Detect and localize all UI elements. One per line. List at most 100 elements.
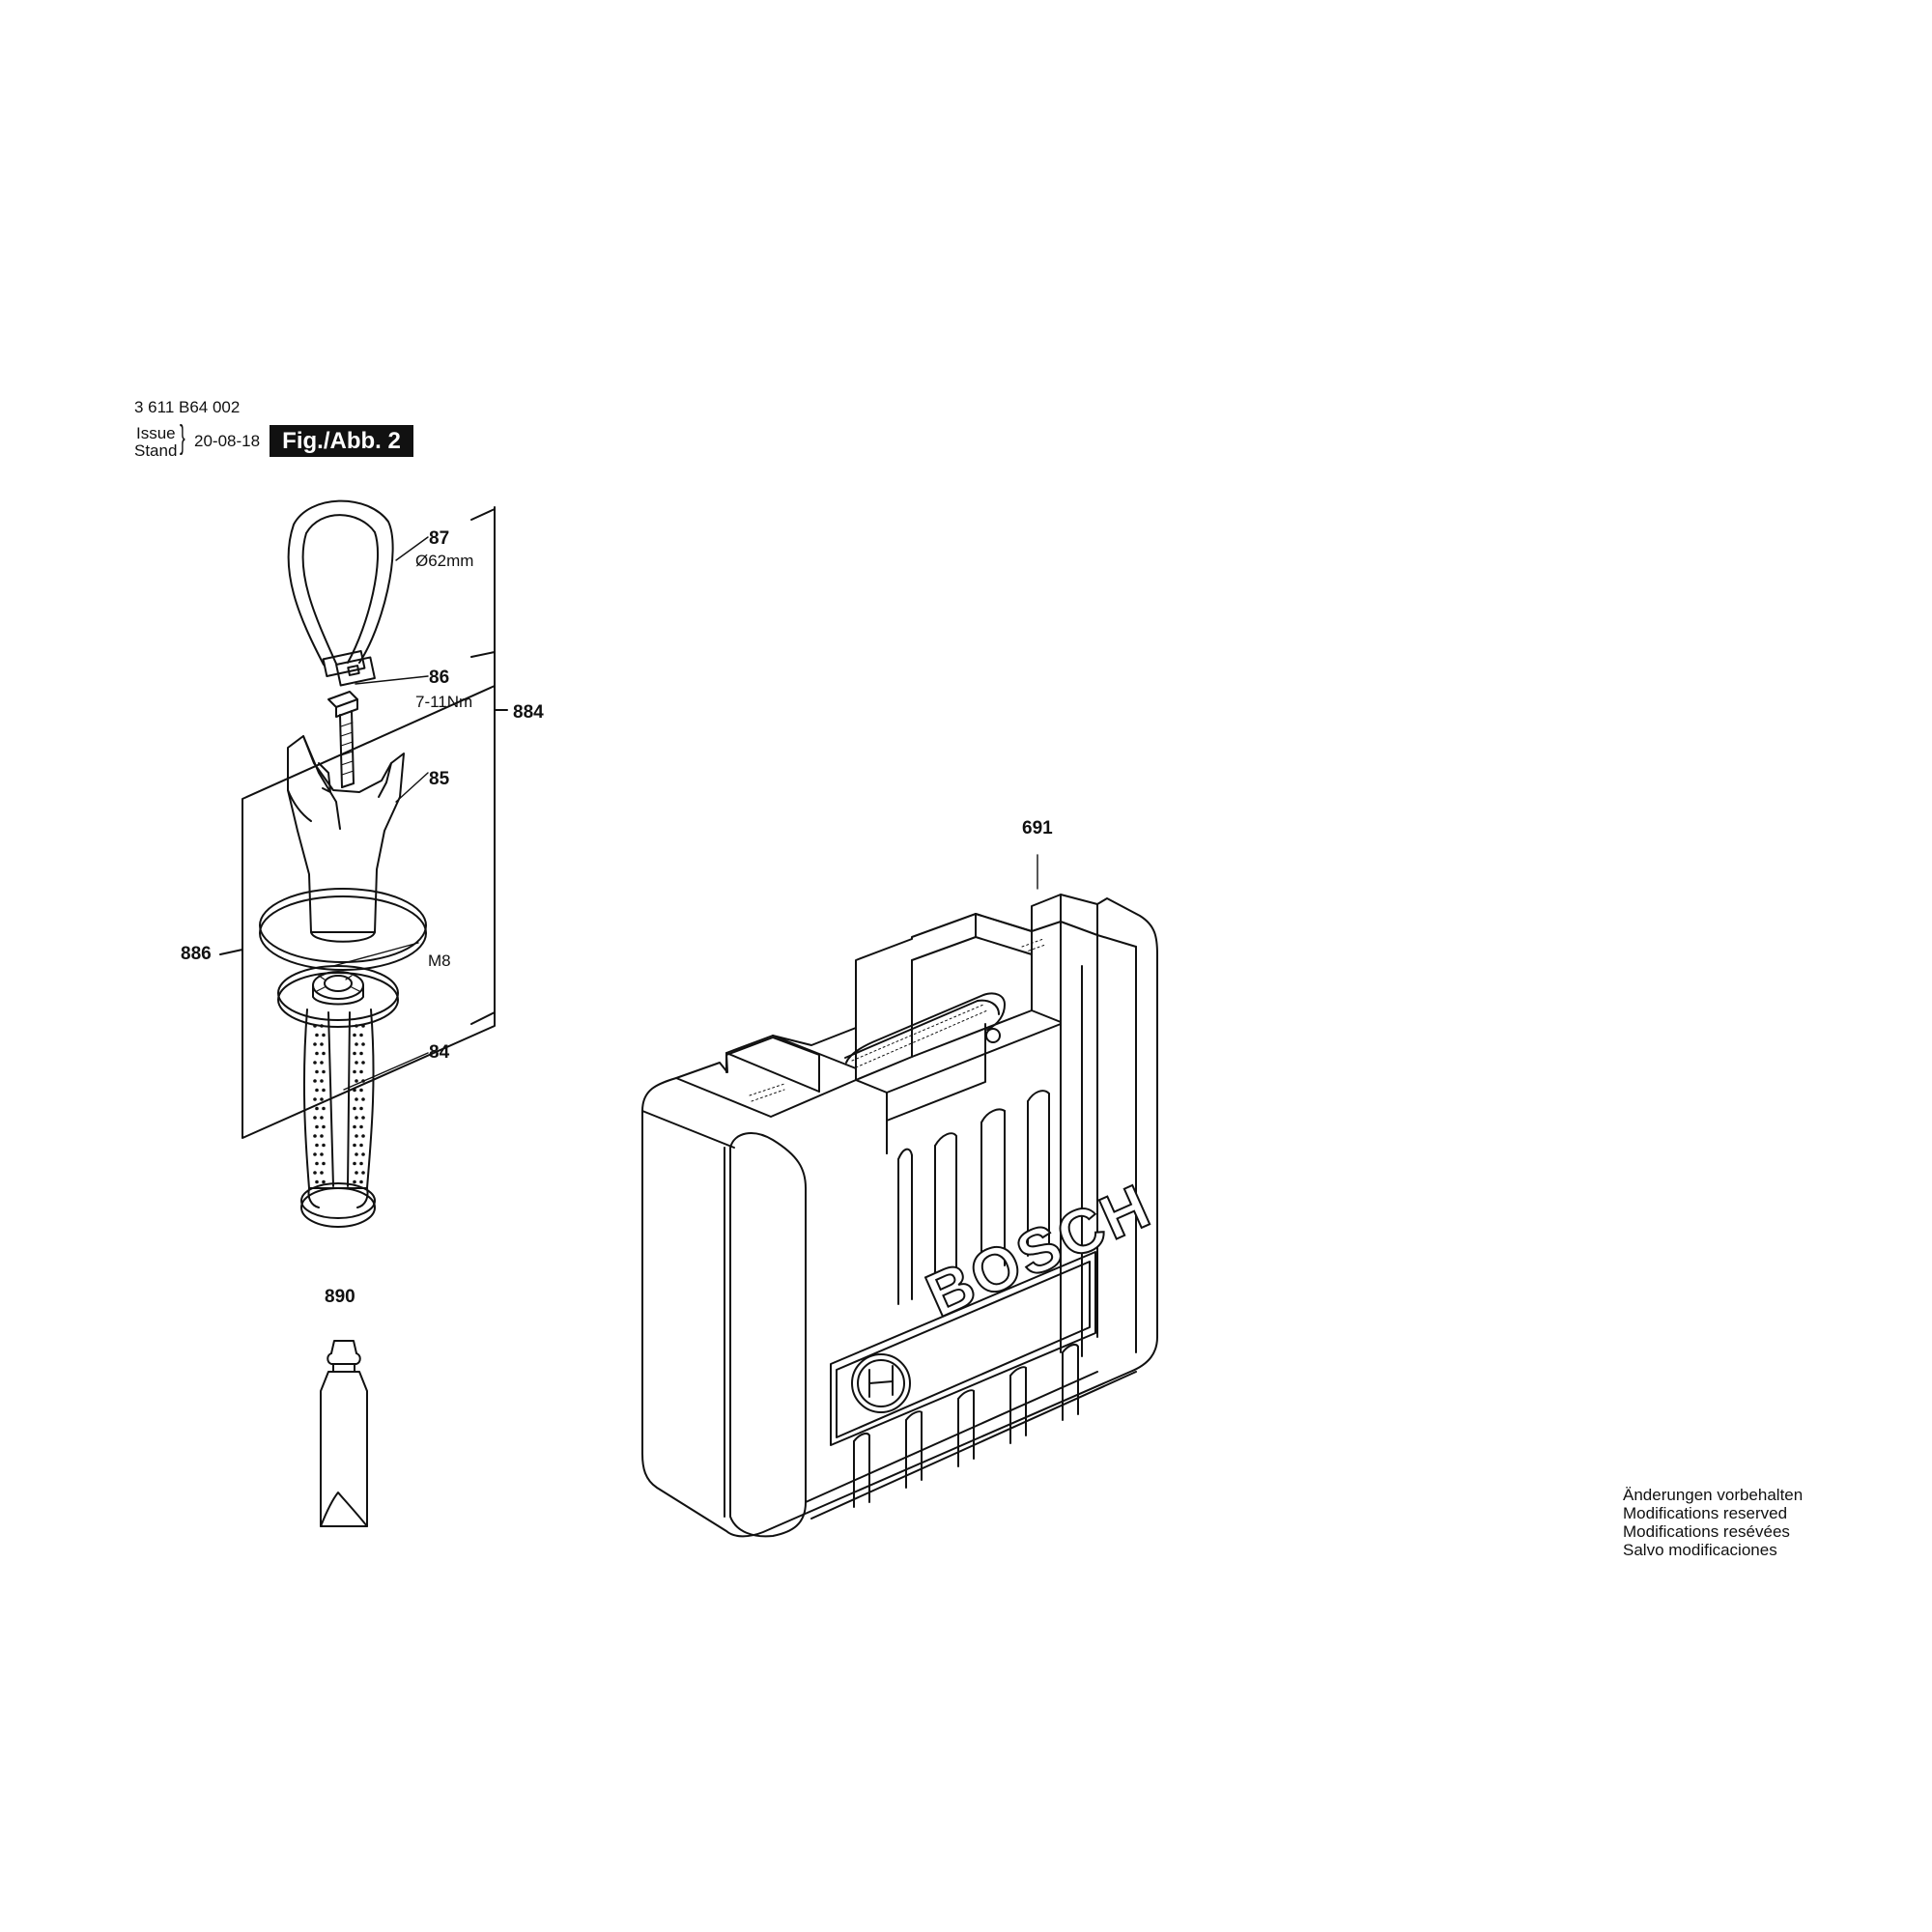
header-brace: } xyxy=(180,419,185,456)
grip-texture-dot xyxy=(355,1079,358,1083)
grip-texture-dot xyxy=(361,1097,365,1101)
grip-texture-dot xyxy=(353,1088,356,1093)
note-fr: Modifications resévées xyxy=(1623,1522,1790,1541)
grip-texture-dot xyxy=(353,1179,356,1184)
grip-texture-dot xyxy=(320,1152,324,1156)
grip-texture-dot xyxy=(322,1161,326,1166)
callout-890: 890 xyxy=(325,1287,355,1307)
grip-texture-dot xyxy=(359,1124,363,1129)
grip-texture-dot xyxy=(320,1024,324,1028)
grease-tube-part-890 xyxy=(321,1341,367,1526)
grip-texture-dot xyxy=(315,1179,319,1184)
callout-84: 84 xyxy=(429,1042,450,1063)
grip-texture-dot xyxy=(322,1069,326,1074)
nut-washer-m8 xyxy=(278,966,398,1027)
grip-texture-dot xyxy=(361,1061,365,1065)
grip-texture-dot xyxy=(320,1171,324,1175)
grip-texture-dot xyxy=(353,1124,356,1129)
grip-texture-dot xyxy=(320,1042,324,1046)
grip-texture-dot xyxy=(359,1051,363,1056)
grip-texture-dot xyxy=(359,1161,363,1166)
grip-texture-dot xyxy=(322,1106,326,1111)
strap-part-87 xyxy=(289,501,393,686)
callout-87: 87 xyxy=(429,528,450,549)
grip-texture-dot xyxy=(322,1033,326,1037)
grip-texture-dot xyxy=(361,1171,365,1175)
note-en: Modifications reserved xyxy=(1623,1504,1788,1522)
grip-texture-dot xyxy=(359,1088,363,1093)
grip-texture-dot xyxy=(355,1024,358,1028)
grip-texture-dot xyxy=(320,1061,324,1065)
stand-label: Stand xyxy=(134,441,178,460)
grip-texture-dot xyxy=(361,1152,365,1156)
grip-texture-dot xyxy=(359,1106,363,1111)
callout-m8: M8 xyxy=(428,952,451,970)
grip-texture-dot xyxy=(315,1088,319,1093)
bolt-part-86 xyxy=(328,692,357,787)
leader-lines xyxy=(333,537,1037,1090)
bracket-part-85 xyxy=(260,736,426,970)
callout-86: 86 xyxy=(429,668,450,688)
grip-texture-dot xyxy=(353,1161,356,1166)
grip-texture-dot xyxy=(315,1069,319,1074)
carrying-case-part-691 xyxy=(642,895,1157,1536)
grip-texture-dot xyxy=(361,1134,365,1138)
issue-label: Issue xyxy=(136,424,176,442)
grip-texture-dot xyxy=(322,1088,326,1093)
grip-texture-dot xyxy=(320,1116,324,1120)
grip-texture-dot xyxy=(322,1124,326,1129)
grip-texture-dot xyxy=(355,1134,358,1138)
grip-texture-dot xyxy=(359,1179,363,1184)
spec-87: Ø62mm xyxy=(415,552,474,570)
grip-texture-dot xyxy=(322,1051,326,1056)
grip-texture-dot xyxy=(320,1134,324,1138)
grip-texture-dot xyxy=(315,1161,319,1166)
note-de: Änderungen vorbehalten xyxy=(1623,1486,1804,1504)
grip-texture-dot xyxy=(320,1097,324,1101)
grip-texture-dot xyxy=(313,1134,317,1138)
grip-texture-dot xyxy=(359,1069,363,1074)
grip-texture-dot xyxy=(355,1097,358,1101)
grip-texture-dot xyxy=(361,1024,365,1028)
grip-texture-dot xyxy=(359,1033,363,1037)
grip-texture-dot xyxy=(313,1061,317,1065)
grip-texture-dot xyxy=(361,1116,365,1120)
grip-texture-dot xyxy=(315,1124,319,1129)
grip-texture-dot xyxy=(353,1143,356,1148)
callout-884: 884 xyxy=(513,702,544,723)
grip-texture-dot xyxy=(315,1033,319,1037)
grip-texture-dot xyxy=(355,1042,358,1046)
grip-texture-dot xyxy=(361,1079,365,1083)
figure-badge: Fig./Abb. 2 xyxy=(270,425,413,457)
callout-85: 85 xyxy=(429,769,450,789)
grip-texture-dot xyxy=(320,1079,324,1083)
grip-texture-dot xyxy=(315,1106,319,1111)
grip-texture-dot xyxy=(355,1171,358,1175)
grip-texture-dot xyxy=(322,1143,326,1148)
grip-texture-dot xyxy=(361,1042,365,1046)
grip-texture-dot xyxy=(315,1143,319,1148)
issue-date: 20-08-18 xyxy=(194,432,261,450)
grip-texture-dot xyxy=(355,1152,358,1156)
part-number: 3 611 B64 002 xyxy=(134,398,241,416)
callout-886: 886 xyxy=(181,944,212,964)
grip-texture-dot xyxy=(355,1061,358,1065)
grip-texture-dot xyxy=(313,1097,317,1101)
spec-86: 7-11Nm xyxy=(415,693,473,711)
grip-texture-dot xyxy=(353,1069,356,1074)
grip-texture-dot xyxy=(315,1051,319,1056)
grip-texture-dot xyxy=(355,1116,358,1120)
grip-texture-dot xyxy=(353,1106,356,1111)
grip-texture-dot xyxy=(313,1042,317,1046)
grip-texture-dot xyxy=(313,1024,317,1028)
grip-texture-dot xyxy=(313,1152,317,1156)
grip-texture-dot xyxy=(313,1171,317,1175)
grip-texture-dot xyxy=(313,1116,317,1120)
callout-691: 691 xyxy=(1022,818,1053,838)
assembly-bracket xyxy=(220,507,507,1138)
grip-texture-dot xyxy=(353,1033,356,1037)
grip-part-84 xyxy=(301,1009,375,1227)
grip-texture-dot xyxy=(359,1143,363,1148)
grip-texture-dot xyxy=(322,1179,326,1184)
